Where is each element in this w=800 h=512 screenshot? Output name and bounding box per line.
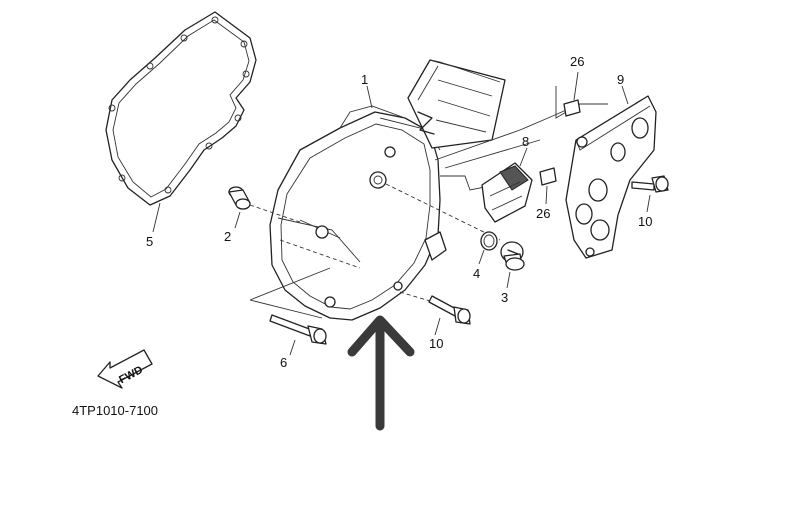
callout-3: 3 [501,290,508,305]
leader-line-26-lower [545,185,548,205]
leader-line-1 [366,85,373,109]
clip-part-26-lower [539,167,557,186]
callout-26-lower: 26 [536,206,550,221]
leader-line-9 [621,85,629,105]
gasket-part-5 [105,11,257,206]
bolt-part-10 [631,175,669,193]
bolt-part-7 [269,314,327,345]
leader-line-10 [646,194,651,213]
leader-line-6 [434,317,441,336]
callout-7: 6 [280,355,287,370]
callout-8: 8 [522,134,529,149]
fwd-arrow-icon: FWD [97,349,153,389]
grommet-part-8 [481,162,533,223]
projection-lines [249,183,501,319]
leader-line-5 [152,202,161,233]
dowel-pin-part-2 [228,186,251,210]
callout-10: 10 [638,214,652,229]
bracket-part-9 [565,95,657,259]
callout-26-upper: 26 [570,54,584,69]
leader-line-7 [289,339,296,356]
callout-6: 10 [429,336,443,351]
callout-2: 2 [224,229,231,244]
part-code: 4TP1010-7100 [72,403,158,418]
plug-part-3 [500,241,525,271]
leader-line-26-upper [573,71,579,101]
leader-line-2 [234,211,241,229]
leader-line-8 [519,147,528,167]
callout-5: 5 [146,234,153,249]
annotation-arrow-icon [347,315,415,431]
callout-4: 4 [473,266,480,281]
clip-part-26-upper [563,99,581,117]
connector-box [407,59,506,149]
dash-line-2 [249,204,301,223]
leader-line-3 [506,271,511,289]
bolt-part-6 [428,295,471,325]
callout-1: 1 [361,72,368,87]
crankcase-cover-part-1 [269,105,447,321]
o-ring-part-4 [480,231,498,251]
callout-9: 9 [617,72,624,87]
leader-line-4 [478,249,485,265]
